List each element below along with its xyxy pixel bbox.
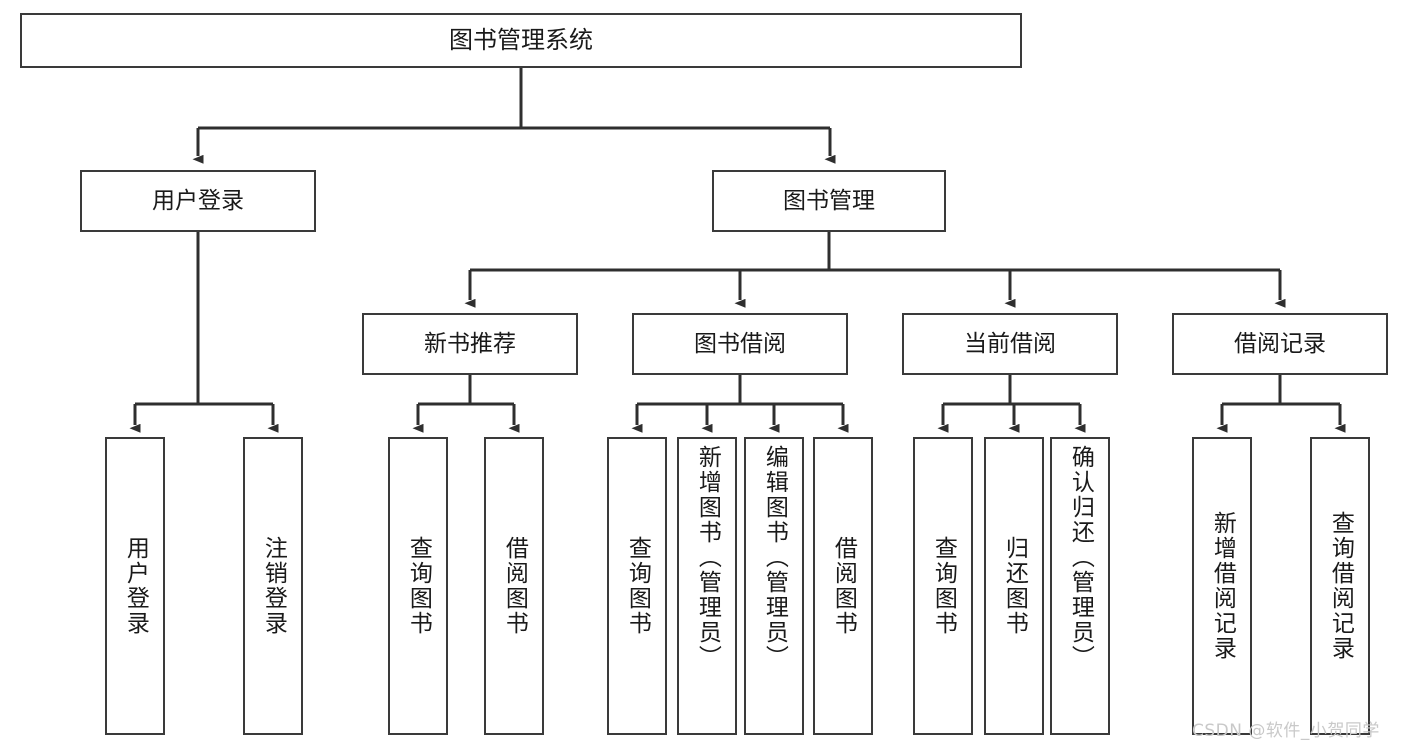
node-label: 借阅记录	[1234, 330, 1326, 357]
node-label: 用户登录	[122, 536, 149, 636]
node-leaf-borrow-book-1[interactable]: 借阅图书	[484, 437, 544, 735]
node-label: 图书借阅	[694, 330, 786, 357]
node-leaf-query-book-3[interactable]: 查询图书	[913, 437, 973, 735]
node-current-borrow[interactable]: 当前借阅	[902, 313, 1118, 375]
node-label: 查询借阅记录	[1327, 511, 1354, 661]
node-leaf-query-book-2[interactable]: 查询图书	[607, 437, 667, 735]
node-leaf-query-book-1[interactable]: 查询图书	[388, 437, 448, 735]
csdn-watermark: CSDN @软件_小贺同学	[1192, 721, 1380, 741]
node-label: 借阅图书	[501, 536, 528, 636]
node-leaf-add-record[interactable]: 新增借阅记录	[1192, 437, 1252, 735]
node-label: 注销登录	[260, 536, 287, 636]
node-book-borrow[interactable]: 图书借阅	[632, 313, 848, 375]
node-label: 用户登录	[152, 187, 244, 214]
node-leaf-confirm-return[interactable]: 确认归还（管理员）	[1050, 437, 1110, 735]
node-label: 新书推荐	[424, 330, 516, 357]
node-label: 查询图书	[624, 536, 651, 636]
node-label: 查询图书	[405, 536, 432, 636]
node-leaf-borrow-book-2[interactable]: 借阅图书	[813, 437, 873, 735]
node-label: 图书管理	[783, 187, 875, 214]
node-new-book-recommend[interactable]: 新书推荐	[362, 313, 578, 375]
node-label: 当前借阅	[964, 330, 1056, 357]
node-leaf-edit-book[interactable]: 编辑图书（管理员）	[744, 437, 804, 735]
node-label: 归还图书	[1001, 536, 1028, 636]
node-label: 新增借阅记录	[1209, 511, 1236, 661]
node-root[interactable]: 图书管理系统	[20, 13, 1022, 68]
node-label: 编辑图书（管理员）	[761, 445, 788, 670]
node-label: 确认归还（管理员）	[1067, 445, 1094, 670]
node-label: 查询图书	[930, 536, 957, 636]
node-leaf-user-login[interactable]: 用户登录	[105, 437, 165, 735]
node-leaf-add-book[interactable]: 新增图书（管理员）	[677, 437, 737, 735]
node-label: 图书管理系统	[449, 25, 593, 54]
node-book-manage[interactable]: 图书管理	[712, 170, 946, 232]
node-user-login[interactable]: 用户登录	[80, 170, 316, 232]
node-leaf-query-record[interactable]: 查询借阅记录	[1310, 437, 1370, 735]
node-label: 新增图书（管理员）	[694, 445, 721, 670]
node-leaf-logout[interactable]: 注销登录	[243, 437, 303, 735]
node-leaf-return-book[interactable]: 归还图书	[984, 437, 1044, 735]
node-label: 借阅图书	[830, 536, 857, 636]
node-borrow-record[interactable]: 借阅记录	[1172, 313, 1388, 375]
